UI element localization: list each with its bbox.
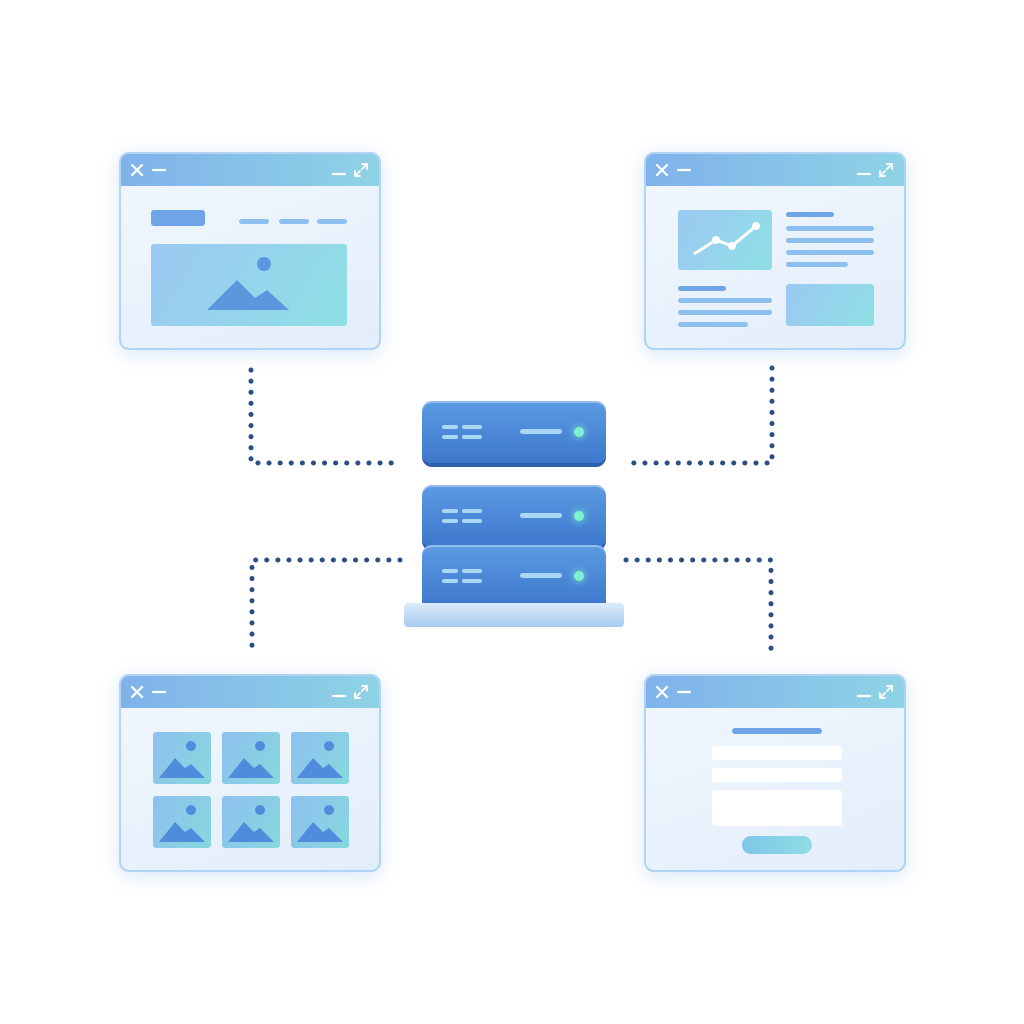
text-line <box>786 250 874 255</box>
text-line <box>786 238 874 243</box>
gallery-grid <box>121 708 379 870</box>
form-input-field[interactable] <box>712 768 842 782</box>
status-led <box>574 427 584 437</box>
form <box>646 708 904 870</box>
window-top-left[interactable] <box>119 152 381 350</box>
status-led <box>574 511 584 521</box>
connector-top-left <box>248 367 403 466</box>
text-line <box>678 310 772 315</box>
gallery-thumbnail[interactable] <box>153 732 211 784</box>
text-line <box>678 298 772 303</box>
minimize-icon[interactable] <box>331 684 347 700</box>
connector-bottom-left <box>249 557 403 658</box>
line-chart-icon <box>693 222 760 256</box>
nav-link[interactable] <box>317 219 347 224</box>
hero-image <box>151 244 347 326</box>
gallery-thumbnail[interactable] <box>153 796 211 848</box>
close-icon[interactable] <box>129 162 145 178</box>
maximize-icon[interactable] <box>353 162 369 178</box>
gallery-thumbnail[interactable] <box>222 732 280 784</box>
maximize-icon[interactable] <box>878 684 894 700</box>
window-body <box>646 186 904 348</box>
window-bottom-right[interactable] <box>644 674 906 872</box>
server-unit <box>422 485 606 547</box>
server-base <box>404 603 624 627</box>
window-titlebar[interactable] <box>646 676 904 708</box>
text-line <box>786 262 848 267</box>
image-icon <box>228 805 274 842</box>
form-title-bar <box>732 728 822 734</box>
minimize-icon[interactable] <box>151 684 167 700</box>
status-led <box>574 571 584 581</box>
nav-link[interactable] <box>239 219 269 224</box>
maximize-icon[interactable] <box>878 162 894 178</box>
window-titlebar[interactable] <box>121 154 379 186</box>
minimize-icon[interactable] <box>676 162 692 178</box>
minimize-icon[interactable] <box>856 684 872 700</box>
text-line <box>678 322 748 327</box>
close-icon[interactable] <box>654 684 670 700</box>
logo-block <box>151 210 205 226</box>
window-bottom-left[interactable] <box>119 674 381 872</box>
text-line <box>786 226 874 231</box>
gallery-thumbnail[interactable] <box>291 732 349 784</box>
minimize-icon[interactable] <box>331 162 347 178</box>
connector-top-right <box>623 365 775 466</box>
window-body <box>121 186 379 348</box>
image-icon <box>207 257 289 310</box>
window-top-right[interactable] <box>644 152 906 350</box>
form-submit-button[interactable] <box>742 836 812 854</box>
connector-bottom-right <box>623 557 774 659</box>
gallery-thumbnail[interactable] <box>222 796 280 848</box>
content-card[interactable] <box>786 284 874 326</box>
form-input-field[interactable] <box>712 746 842 760</box>
text-heading-bar <box>786 212 834 217</box>
close-icon[interactable] <box>129 684 145 700</box>
image-icon <box>297 805 343 842</box>
image-icon <box>228 741 274 778</box>
minimize-icon[interactable] <box>676 684 692 700</box>
form-textarea[interactable] <box>712 790 842 826</box>
image-icon <box>159 805 205 842</box>
server-unit <box>422 401 606 463</box>
server-unit <box>422 545 606 607</box>
image-icon <box>297 741 343 778</box>
gallery-thumbnail[interactable] <box>291 796 349 848</box>
server-stack <box>404 395 624 630</box>
maximize-icon[interactable] <box>353 684 369 700</box>
minimize-icon[interactable] <box>856 162 872 178</box>
minimize-icon[interactable] <box>151 162 167 178</box>
nav-link[interactable] <box>279 219 309 224</box>
text-heading-bar <box>678 286 726 291</box>
window-titlebar[interactable] <box>121 676 379 708</box>
image-icon <box>159 741 205 778</box>
close-icon[interactable] <box>654 162 670 178</box>
window-titlebar[interactable] <box>646 154 904 186</box>
chart-panel <box>678 210 772 270</box>
